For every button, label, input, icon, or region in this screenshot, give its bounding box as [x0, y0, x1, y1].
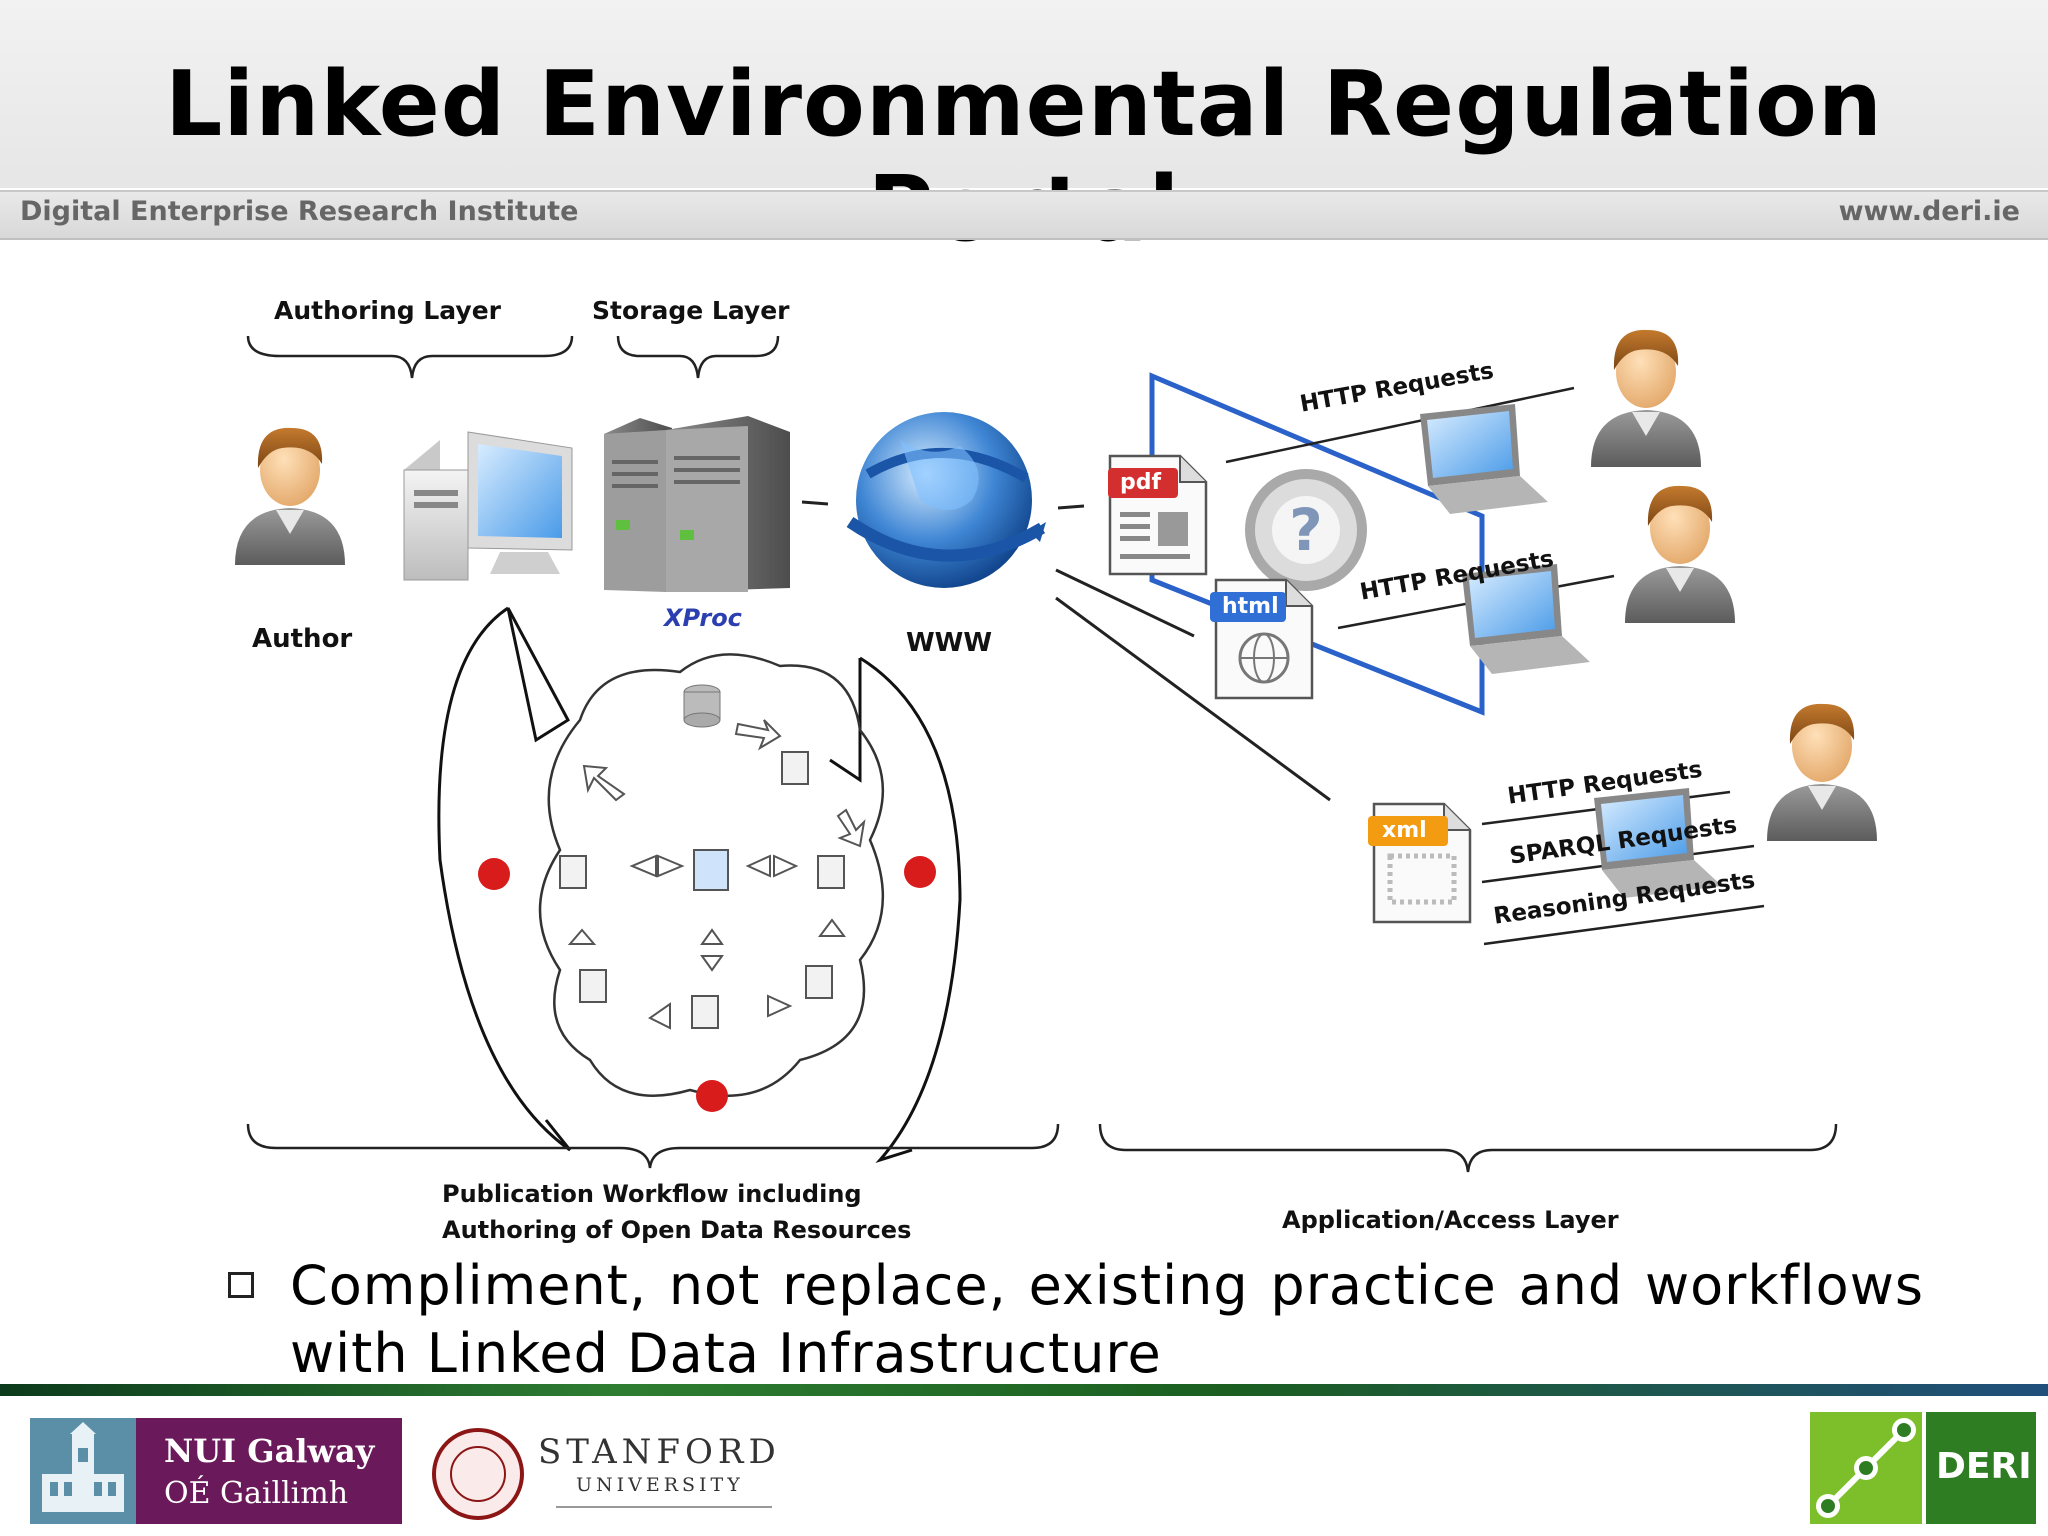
www-globe-icon [846, 412, 1046, 588]
xproc-label: XProc [664, 604, 742, 632]
storage-layer-label: Storage Layer [592, 296, 790, 325]
architecture-diagram: ? [235, 329, 1877, 1173]
website-url[interactable]: www.deri.ie [1838, 196, 2020, 227]
nui-galway-name: NUI Galway [164, 1432, 375, 1470]
slide-header [0, 0, 2048, 188]
publication-workflow-label-line2: Authoring of Open Data Resources [442, 1216, 912, 1244]
error-icon [478, 856, 936, 1112]
bullet-text: Compliment, not replace, existing practi… [290, 1254, 1924, 1385]
stanford-university: UNIVERSITY [576, 1474, 744, 1496]
stanford-seal-icon [432, 1428, 524, 1520]
storage-database-icon [683, 684, 721, 728]
nui-quadrangle-icon [30, 1418, 136, 1524]
nui-galway-irish-name: OÉ Gaillimh [164, 1476, 349, 1511]
laptop-icon [1420, 404, 1548, 514]
storage-server-icon [604, 416, 790, 592]
consumer-person-icon [1591, 329, 1701, 467]
author-person-icon [235, 427, 345, 565]
xml-document-icon [1368, 802, 1472, 924]
workflow-arrow-icon [567, 719, 866, 1030]
consumer-person-icon [1767, 703, 1877, 841]
slide-title: Linked Environmental Regulation Portal [165, 52, 1883, 262]
author-label: Author [252, 624, 353, 654]
publication-workflow-label: Publication Workflow including [442, 1180, 862, 1208]
deri-name: DERI [1936, 1446, 2032, 1487]
footer-divider [0, 1384, 2048, 1396]
www-label: WWW [906, 628, 993, 658]
xml-badge: xml [1382, 818, 1427, 843]
html-document-icon [1210, 578, 1314, 700]
bullet-square-icon [228, 1272, 254, 1298]
stanford-divider [556, 1506, 772, 1508]
desktop-computer-icon [403, 431, 573, 581]
consumer-person-icon [1625, 485, 1735, 623]
html-badge: html [1222, 594, 1279, 619]
institute-name: Digital Enterprise Research Institute [20, 196, 579, 227]
authoring-layer-label: Authoring Layer [274, 296, 501, 325]
deri-logo: DERI [1810, 1412, 2036, 1524]
deri-graph-icon [1810, 1412, 1922, 1524]
stanford-name: STANFORD [538, 1432, 781, 1472]
application-layer-label: Application/Access Layer [1282, 1206, 1619, 1234]
pdf-badge: pdf [1120, 470, 1162, 495]
query-question-icon: ? [1245, 469, 1367, 591]
workflow-file-icon [559, 751, 845, 1029]
sub-header-bar [0, 190, 2048, 240]
nui-galway-logo: NUI Galway OÉ Gaillimh [30, 1418, 402, 1524]
pdf-document-icon [1108, 454, 1208, 576]
svg-text:?: ? [1289, 496, 1323, 564]
